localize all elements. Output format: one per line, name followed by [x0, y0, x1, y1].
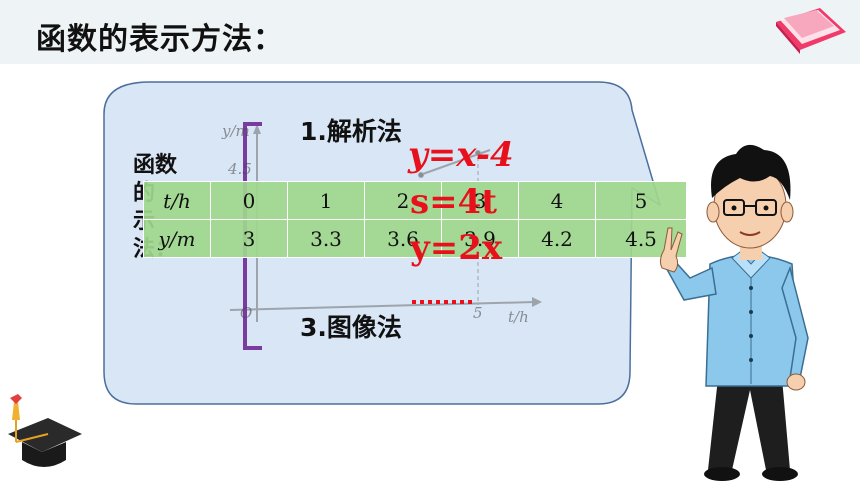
y-tick-value: 4.5	[228, 160, 252, 178]
table-cell: 0	[210, 181, 288, 220]
table-cell: 4.2	[518, 219, 596, 258]
table-cell: 5	[595, 181, 687, 220]
equation-2: s=4t	[410, 182, 497, 222]
equation-3: y=2x	[410, 228, 503, 268]
x-tick-value: 5	[473, 304, 483, 322]
method-graphic: 3.图像法	[300, 313, 402, 342]
header-bar	[0, 0, 860, 64]
table-cell: 4	[518, 181, 596, 220]
teacher-illustration	[659, 144, 809, 481]
x-axis-label: t/h	[508, 308, 529, 326]
graduation-cap-icon	[8, 394, 82, 467]
book-icon	[776, 8, 846, 54]
y-axis-label: y/m	[222, 122, 250, 140]
table-cell: 3	[441, 181, 519, 220]
table-cell: 3.3	[287, 219, 365, 258]
value-table: t/h 0 1 2 3 4 5 y/m 3 3.3 3.6 3.9 4.2 4.…	[143, 181, 687, 258]
equation-1: y=x-4	[408, 135, 514, 175]
table-cell: 3.9	[441, 219, 519, 258]
table-cell: 3	[210, 219, 288, 258]
table-cell: t/h	[143, 181, 211, 220]
table-row: t/h 0 1 2 3 4 5	[143, 181, 687, 220]
method-analytic: 1.解析法	[300, 117, 402, 146]
origin-label: O	[240, 304, 253, 322]
page-title: 函数的表示方法：	[36, 22, 284, 57]
table-row: y/m 3 3.3 3.6 3.9 4.2 4.5	[143, 219, 687, 258]
table-cell: 1	[287, 181, 365, 220]
table-cell: 3.6	[364, 219, 442, 258]
table-cell: y/m	[143, 219, 211, 258]
